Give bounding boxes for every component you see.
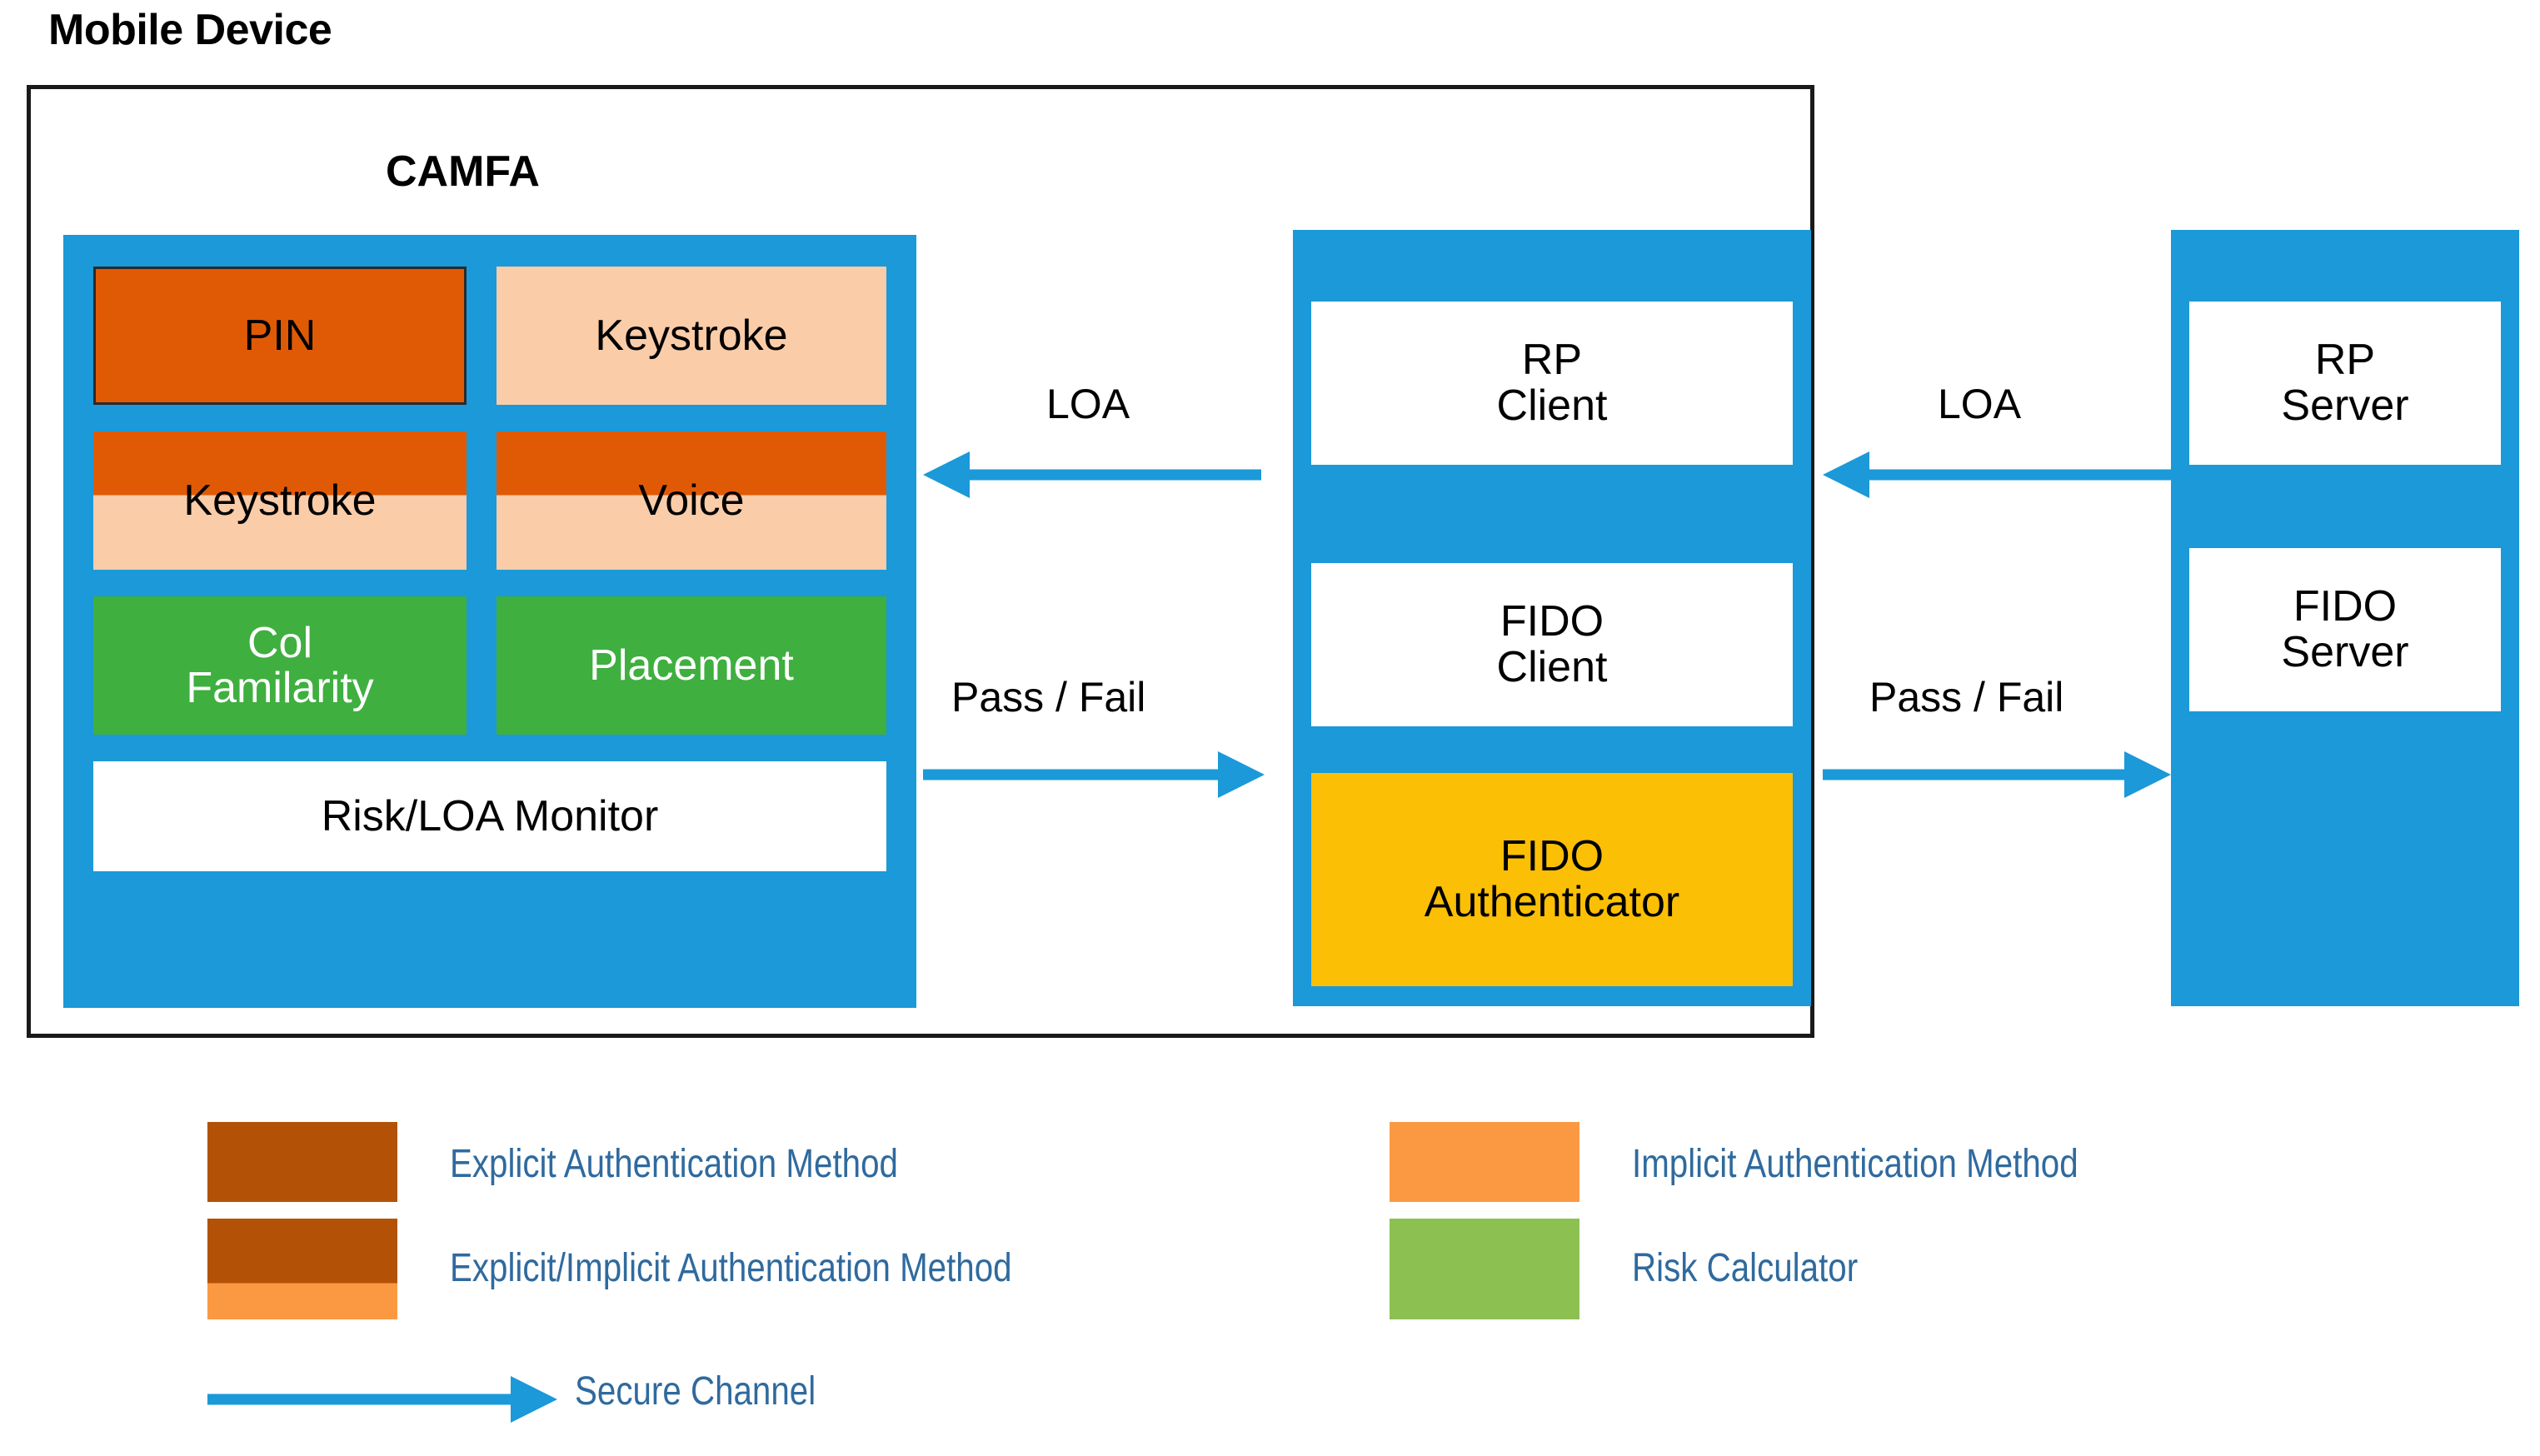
fido-authenticator-box[interactable]: FIDO Authenticator <box>1311 773 1793 986</box>
rp-client-label-line1: RP <box>1521 335 1583 384</box>
fido-client-box[interactable]: FIDO Client <box>1311 563 1793 726</box>
fido-server-label-line2: Server <box>2281 628 2409 676</box>
rp-server-label-line2: Server <box>2281 381 2409 430</box>
legend-secure-channel-arrow-icon <box>207 1376 557 1423</box>
camfa-cell-col-familarity-label-line2: Familarity <box>186 664 374 712</box>
legend-label-implicit: Implicit Authentication Method <box>1632 1142 2078 1186</box>
legend-label-secure-channel: Secure Channel <box>575 1369 816 1414</box>
fido-server-box[interactable]: FIDO Server <box>2189 548 2501 711</box>
arrow-pass-fail-left-icon <box>923 751 1265 798</box>
camfa-panel: PIN Keystroke Keystroke Voice Col Famila… <box>63 235 916 1008</box>
edge-label-pass-fail-left: Pass / Fail <box>951 674 1146 721</box>
camfa-cell-keystroke-explicit-implicit[interactable]: Keystroke <box>93 431 467 570</box>
legend-swatch-explicit-implicit <box>207 1219 397 1319</box>
edge-label-loa-left: LOA <box>1046 381 1130 427</box>
camfa-cell-pin-label: PIN <box>243 311 317 360</box>
camfa-cell-placement[interactable]: Placement <box>497 596 886 735</box>
rp-server-label-line1: RP <box>2314 335 2376 384</box>
rp-client-box[interactable]: RP Client <box>1311 302 1793 465</box>
client-stack-panel: RP Client FIDO Client FIDO Authenticator <box>1293 230 1811 1006</box>
fido-server-label-line1: FIDO <box>2293 581 2398 631</box>
fido-authenticator-label-line2: Authenticator <box>1424 878 1680 926</box>
edge-label-pass-fail-right: Pass / Fail <box>1869 674 2064 721</box>
fido-client-label-line1: FIDO <box>1500 596 1604 646</box>
camfa-cell-keystroke-split-label: Keystroke <box>183 476 377 525</box>
camfa-cell-keystroke-implicit-label: Keystroke <box>595 311 788 360</box>
edge-label-loa-right: LOA <box>1938 381 2022 427</box>
server-stack-panel: RP Server FIDO Server <box>2171 230 2519 1006</box>
arrow-loa-left-icon <box>923 451 1261 498</box>
camfa-cell-col-familarity[interactable]: Col Familarity <box>93 596 467 735</box>
mobile-device-title: Mobile Device <box>48 6 332 54</box>
camfa-cell-placement-label: Placement <box>589 641 794 690</box>
camfa-cell-keystroke-implicit[interactable]: Keystroke <box>497 267 886 405</box>
rp-server-box[interactable]: RP Server <box>2189 302 2501 465</box>
legend-label-explicit-implicit: Explicit/Implicit Authentication Method <box>450 1246 1012 1290</box>
legend-label-risk-calculator: Risk Calculator <box>1632 1246 1859 1290</box>
fido-authenticator-label-line1: FIDO <box>1500 831 1604 880</box>
camfa-cell-voice-label: Voice <box>638 476 745 525</box>
legend-swatch-implicit <box>1390 1122 1579 1202</box>
arrow-pass-fail-right-icon <box>1823 751 2171 798</box>
legend-swatch-explicit <box>207 1122 397 1202</box>
camfa-cell-pin[interactable]: PIN <box>93 267 467 405</box>
camfa-cell-col-familarity-label-line1: Col <box>247 618 313 667</box>
legend-label-explicit: Explicit Authentication Method <box>450 1142 898 1186</box>
camfa-cell-risk-loa-monitor[interactable]: Risk/LOA Monitor <box>93 761 886 871</box>
camfa-method-grid: PIN Keystroke Keystroke Voice Col Famila… <box>93 267 886 976</box>
rp-client-label-line2: Client <box>1496 381 1608 430</box>
camfa-title: CAMFA <box>386 147 540 196</box>
fido-client-label-line2: Client <box>1496 643 1608 691</box>
camfa-cell-voice[interactable]: Voice <box>497 431 886 570</box>
arrow-loa-right-icon <box>1823 451 2171 498</box>
camfa-cell-risk-loa-monitor-label: Risk/LOA Monitor <box>321 791 659 840</box>
legend-swatch-risk-calculator <box>1390 1219 1579 1319</box>
